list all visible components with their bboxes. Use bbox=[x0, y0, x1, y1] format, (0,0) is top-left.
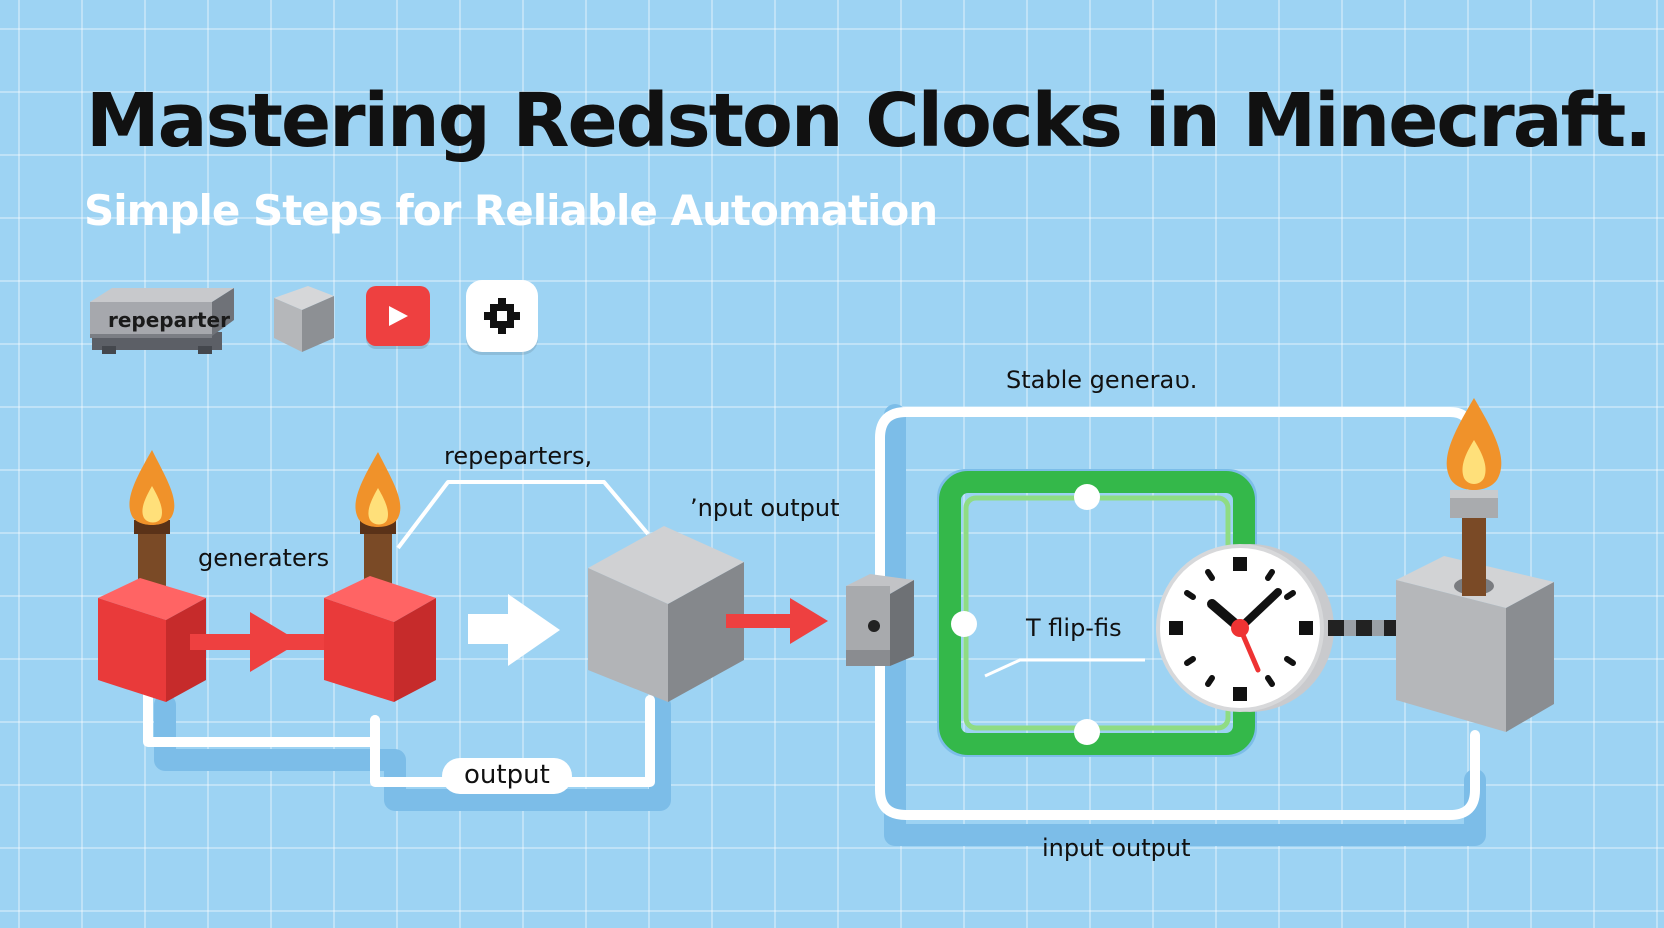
label-generators: generaters bbox=[198, 544, 330, 572]
repeater-button[interactable]: repeparter bbox=[88, 284, 236, 354]
play-icon bbox=[389, 306, 408, 326]
redstone-block-middle bbox=[324, 576, 436, 702]
redstone-signal-arrow-right bbox=[726, 598, 828, 644]
redstone-signal-arrow-left bbox=[190, 612, 340, 672]
stone-block-button[interactable] bbox=[268, 280, 340, 356]
label-repeaters: repeparters, bbox=[444, 442, 593, 470]
repeater-icon bbox=[90, 288, 234, 354]
t-flip-callout-line bbox=[984, 658, 1145, 678]
redstone-torch-left bbox=[129, 450, 175, 602]
repeater-label: repeparter bbox=[108, 308, 230, 332]
repeaters-callout-line bbox=[396, 480, 650, 550]
redstone-block-left bbox=[98, 578, 206, 702]
label-t-flip-flop: T flip-fis bbox=[1026, 614, 1122, 642]
label-output: output bbox=[442, 758, 572, 794]
label-stable-generator: Stable generaט. bbox=[1006, 366, 1198, 394]
page-title: Mastering Redston Clocks in Minecraft. bbox=[86, 78, 1652, 164]
chain-connector bbox=[1328, 620, 1400, 636]
icon-toolbar: repeparter bbox=[88, 280, 538, 360]
label-input-output-bottom: input output bbox=[1042, 834, 1191, 862]
gear-icon bbox=[484, 298, 520, 334]
flow-arrow bbox=[468, 594, 560, 666]
settings-button[interactable] bbox=[466, 280, 538, 352]
redstone-torch-right bbox=[1396, 398, 1554, 732]
stone-block-icon bbox=[274, 286, 334, 352]
play-button[interactable] bbox=[366, 286, 430, 346]
repeater-block bbox=[846, 574, 914, 666]
label-input-output-top: ’nput output bbox=[690, 494, 840, 522]
page-subtitle: Simple Steps for Reliable Automation bbox=[84, 186, 938, 235]
clock-icon bbox=[1156, 544, 1334, 712]
stone-block-main bbox=[588, 526, 744, 702]
